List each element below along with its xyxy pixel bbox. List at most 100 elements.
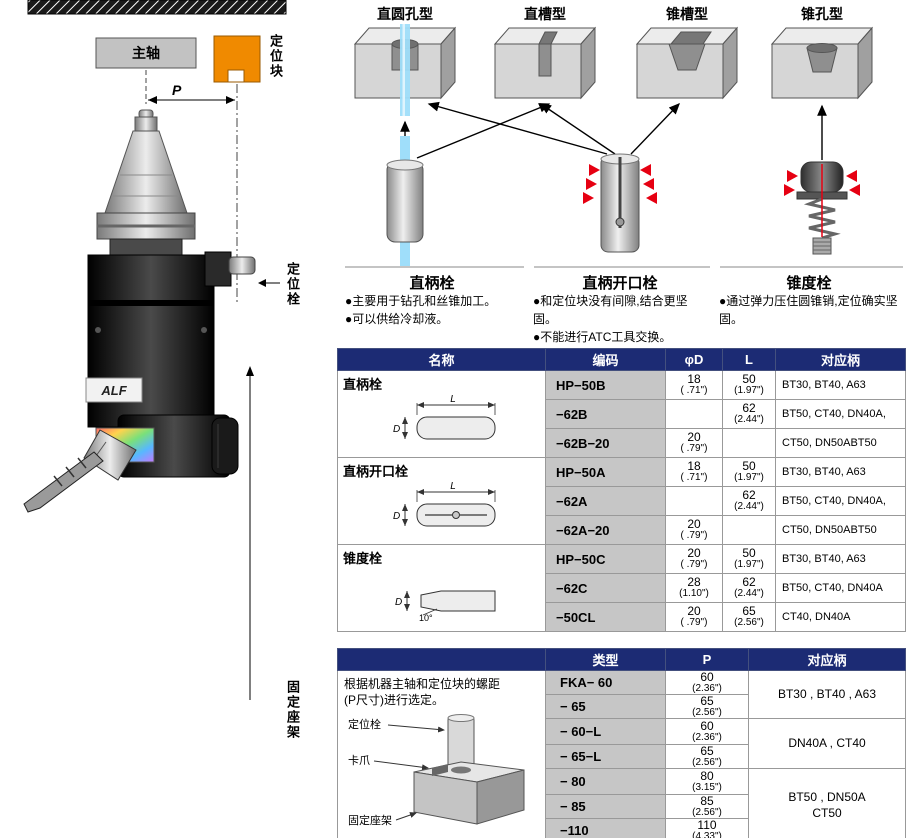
col-header-p: P bbox=[665, 648, 749, 671]
open-pin-drawing: L D bbox=[393, 481, 496, 527]
col-header-shank: 对应柄 bbox=[775, 348, 906, 371]
positioning-pin-label: 定位栓 bbox=[285, 262, 300, 307]
diagram-claw-label: 卡爪 bbox=[348, 754, 370, 767]
table-row: − 65−L 65(2.56") bbox=[338, 744, 906, 770]
l-cell: 50(1.97") bbox=[722, 457, 776, 487]
brand-plate bbox=[85, 377, 143, 403]
pin-socket-diagram bbox=[345, 24, 903, 268]
d-cell bbox=[665, 486, 723, 516]
pin-desc-taper: ●通过弹力压住圆锥销,定位确实坚固。 bbox=[719, 292, 901, 328]
type-cell: − 65 bbox=[545, 694, 666, 720]
block-round-hole bbox=[353, 24, 457, 116]
pin-name-straight-open: 直柄开口栓 bbox=[582, 275, 658, 292]
table-row: − 60−L 60(2.36") DN40A , CT40 bbox=[338, 718, 906, 770]
spring-force-arrows bbox=[784, 170, 860, 196]
pin-name-straight: 直柄栓 bbox=[409, 275, 455, 292]
shank-cell: DN40A , CT40 bbox=[748, 718, 906, 770]
col-header-code: 编码 bbox=[545, 348, 666, 371]
group-name: 锥度栓 bbox=[343, 551, 383, 566]
table-row: − 80 80(3.15") BT50 , DN50A CT50 bbox=[338, 768, 906, 838]
p-cell: 60(2.36") bbox=[665, 718, 749, 746]
d-cell: 20( .79") bbox=[665, 428, 723, 458]
shank-cell: BT50, CT40, DN40A bbox=[775, 573, 906, 603]
header-row: 类型 P 对应柄 bbox=[337, 648, 906, 671]
collet-chuck bbox=[83, 429, 137, 481]
code-cell: HP−50C bbox=[545, 544, 666, 574]
l-cell bbox=[722, 515, 776, 545]
shank-cell: BT30, BT40, A63 bbox=[775, 544, 906, 574]
table-row: 根据机器主轴和定位块的螺距 (P尺寸)进行选定。 定位栓 卡爪 bbox=[337, 669, 906, 838]
pin-name-taper: 锥度栓 bbox=[786, 275, 832, 292]
shank-cell: BT30, BT40, A63 bbox=[775, 457, 906, 487]
pin-straight bbox=[386, 136, 424, 266]
table-row: −62A 62(2.44") BT50, CT40, DN40A, bbox=[338, 486, 906, 516]
shank-cell: CT50, DN50ABT50 bbox=[775, 515, 906, 545]
code-cell: HP−50B bbox=[545, 370, 666, 400]
taper-pin-drawing: D 10° bbox=[395, 590, 496, 623]
mount-selection-table: 类型 P 对应柄 根据机器主轴和定位块的螺距 (P尺寸)进行选定。 定 bbox=[337, 648, 906, 838]
p-cell: 65(2.56") bbox=[665, 744, 749, 770]
positioning-block-label: 定位块 bbox=[268, 34, 283, 79]
diagram-mount-label: 固定座架 bbox=[348, 813, 392, 827]
socket-title-taper-hole: 锥孔型 bbox=[801, 6, 843, 22]
d-cell: 20( .79") bbox=[665, 602, 723, 632]
selection-note: 根据机器主轴和定位块的螺距 bbox=[344, 677, 501, 691]
socket-title-straight-slot: 直槽型 bbox=[524, 6, 566, 22]
corner-header bbox=[337, 648, 546, 671]
p-cell: 80(3.15") bbox=[665, 768, 749, 796]
svg-text:L: L bbox=[450, 481, 456, 492]
svg-text:L: L bbox=[450, 394, 456, 405]
table-row: −110 110(4.33") bbox=[338, 818, 906, 838]
tool-photo-illustration bbox=[23, 0, 287, 700]
table-row: −62B−20 20( .79") CT50, DN50ABT50 bbox=[338, 428, 906, 458]
type-cell: − 65−L bbox=[545, 744, 666, 770]
svg-text:10°: 10° bbox=[419, 613, 433, 623]
type-cell: −110 bbox=[545, 818, 666, 838]
col-header-type: 类型 bbox=[545, 648, 666, 671]
d-cell: 20( .79") bbox=[665, 544, 723, 574]
group-name: 直柄开口栓 bbox=[343, 464, 409, 479]
bullet: ●可以供给冷却液。 bbox=[345, 312, 449, 326]
svg-text:D: D bbox=[395, 597, 402, 608]
pin-straight-open bbox=[583, 153, 657, 253]
table-row: 直柄开口栓 L D bbox=[337, 457, 906, 545]
shank-cell: BT30 , BT40 , A63 bbox=[748, 669, 906, 720]
shank-cell: BT50 , DN50A CT50 bbox=[748, 768, 906, 838]
socket-title-taper-slot: 锥槽型 bbox=[666, 6, 708, 22]
angle-head-body bbox=[87, 254, 215, 428]
group-name-cell: 直柄栓 L D bbox=[337, 370, 546, 458]
bullet: ●通过弹力压住圆锥销,定位确实坚固。 bbox=[719, 294, 898, 326]
drill-bit bbox=[23, 451, 104, 513]
table-row: 锥度栓 D 10° HP−50C 20( .79") 50(1.97") BT3… bbox=[337, 544, 906, 632]
col-header-l: L bbox=[722, 348, 776, 371]
group-name: 直柄栓 bbox=[343, 377, 383, 392]
group-name-cell: 直柄开口栓 L D bbox=[337, 457, 546, 545]
d-cell: 20( .79") bbox=[665, 515, 723, 545]
p-cell: 85(2.56") bbox=[665, 794, 749, 820]
code-cell: −50CL bbox=[545, 602, 666, 632]
d-cell bbox=[665, 399, 723, 429]
table-row: − 85 85(2.56") bbox=[338, 794, 906, 820]
table-row: −62C 28(1.10") 62(2.44") BT50, CT40, DN4… bbox=[338, 573, 906, 603]
l-cell bbox=[722, 428, 776, 458]
diagram-pin-label: 定位栓 bbox=[348, 717, 381, 731]
spindle-label: 主轴 bbox=[132, 45, 160, 61]
code-cell: HP−50A bbox=[545, 457, 666, 487]
pin-taper bbox=[784, 161, 860, 255]
table-row: −50CL 20( .79") 65(2.56") CT40, DN40A bbox=[338, 602, 906, 632]
code-cell: −62B bbox=[545, 399, 666, 429]
block-taper-slot bbox=[635, 26, 739, 100]
socket-title-round-hole: 直圆孔型 bbox=[377, 6, 433, 22]
clamp-force-arrows bbox=[583, 164, 657, 204]
bullet: ●不能进行ATC工具交换。 bbox=[533, 330, 672, 344]
code-cell: −62C bbox=[545, 573, 666, 603]
svg-text:D: D bbox=[393, 511, 400, 522]
type-cell: − 85 bbox=[545, 794, 666, 820]
l-cell: 50(1.97") bbox=[722, 370, 776, 400]
group-name-cell: 锥度栓 D 10° bbox=[337, 544, 546, 632]
table-row: −62B 62(2.44") BT50, CT40, DN40A, bbox=[338, 399, 906, 429]
spindle-box bbox=[95, 37, 197, 69]
code-cell: −62A−20 bbox=[545, 515, 666, 545]
taper-shank bbox=[104, 130, 188, 214]
